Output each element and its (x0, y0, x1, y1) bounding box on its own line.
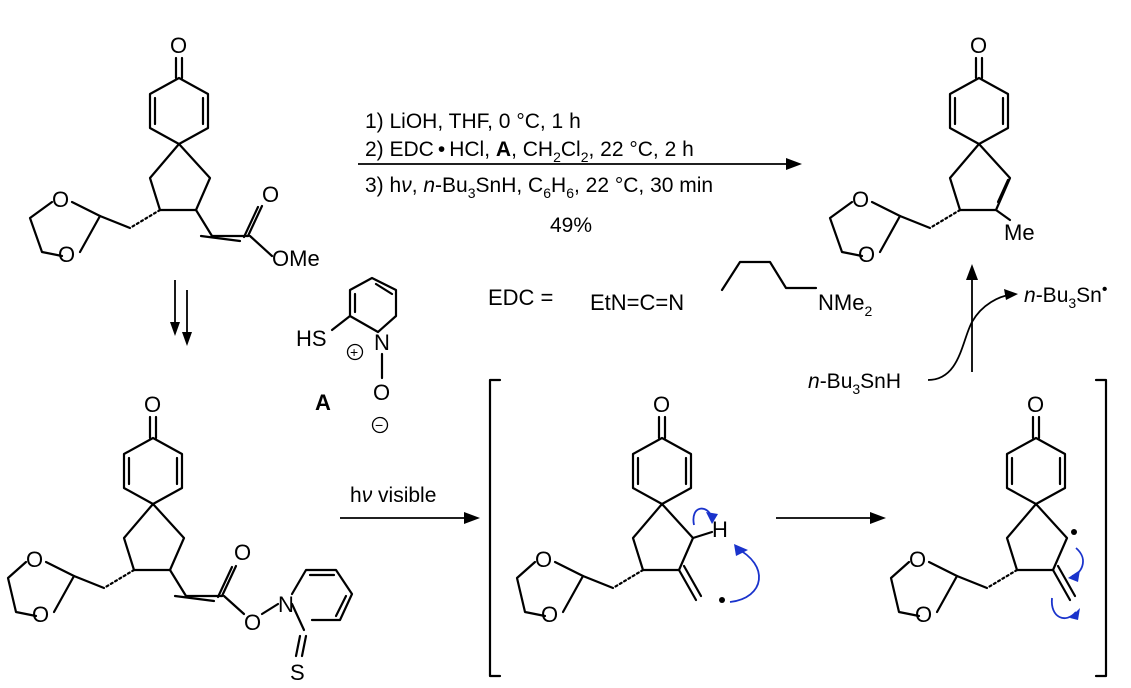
allylic-radical-intermediate: O O O (889, 392, 1084, 627)
condition-step-2: 2) EDC•HCl, A, CH2Cl2, 22 °C, 2 h (365, 138, 694, 165)
atom-o-radical2-dioxolane-1: O (909, 547, 926, 572)
atom-o-product-dioxolane-1: O (852, 187, 869, 212)
edc-equals-label: EDC = (488, 285, 553, 310)
atom-s-thione: S (290, 660, 305, 685)
tin-radical-label: n-Bu3Sn• (1024, 281, 1107, 311)
radical-dot-icon (719, 597, 725, 603)
tin-hydride-step: n-Bu3SnH n-Bu3Sn• (808, 264, 1107, 397)
atom-me: Me (1004, 220, 1035, 245)
atom-o-ketone: O (170, 33, 187, 58)
atom-o-radical1-ketone: O (653, 392, 670, 417)
atom-o-carbonyl: O (262, 182, 279, 207)
curly-arrow-head-icon-4 (1070, 608, 1080, 620)
intermediate-brackets (488, 378, 1108, 678)
condition-step-1: 1) LiOH, THF, 0 °C, 1 h (365, 110, 581, 133)
negative-charge-icon (371, 416, 389, 434)
positive-charge-icon (346, 343, 364, 361)
curly-arrow-head-icon-3 (1068, 570, 1080, 582)
atom-o-radical2-ketone: O (1027, 392, 1044, 417)
atom-o-dioxolane-2: O (58, 242, 75, 267)
atom-o-oxide: O (373, 380, 390, 405)
edc-definition: EDC = EtN=C=N NMe2 (488, 260, 872, 319)
multistep-down-arrows (170, 280, 192, 346)
starting-ester: O O OMe O O (28, 33, 320, 271)
reagent-a-thiohydroxamate: HS N O + − A (296, 276, 398, 434)
curly-arrow-head-icon-2 (706, 512, 718, 524)
atom-hs: HS (296, 326, 327, 351)
edc-left-fragment: EtN=C=N (590, 290, 684, 315)
atom-o-product-ketone: O (970, 33, 987, 58)
reagent-a-label: A (315, 390, 331, 415)
tin-hydride-label: n-Bu3SnH (808, 370, 901, 397)
edc-right-fragment: NMe2 (818, 290, 872, 319)
h-shift-arrow (776, 512, 886, 524)
atom-o-barton-ester: O (244, 610, 261, 635)
atom-h-migrating: H (712, 517, 728, 542)
atom-o-barton-dioxolane-1: O (26, 547, 43, 572)
reaction-yield: 49% (550, 214, 592, 237)
atom-o-barton-dioxolane-2: O (32, 602, 49, 627)
hv-visible-label: hν visible (350, 484, 436, 507)
condition-step-3: 3) hν, n-Bu3SnH, C6H6, 22 °C, 30 min (365, 174, 713, 201)
product-methylcyclopentene: O Me O O (828, 33, 1035, 267)
atom-n-barton: N (278, 592, 294, 617)
atom-o-barton-ketone: O (144, 392, 161, 417)
atom-o-radical1-dioxolane-2: O (541, 602, 558, 627)
charge-plus: + (350, 344, 358, 360)
barton-ester-intermediate: O O O N S O O (6, 392, 354, 685)
atom-n-oxide: N (374, 330, 390, 355)
radical-dot-icon-2 (1071, 529, 1077, 535)
atom-o-radical1-dioxolane-1: O (535, 547, 552, 572)
atom-o-product-dioxolane-2: O (858, 242, 875, 267)
reaction-conditions: 1) LiOH, THF, 0 °C, 1 h 2) EDC•HCl, A, C… (365, 110, 713, 237)
atom-ome: OMe (272, 246, 320, 271)
atom-o-barton-carbonyl: O (234, 540, 251, 565)
photolysis-arrow: hν visible (340, 484, 480, 524)
vinyl-radical-intermediate: O H O O (515, 392, 760, 627)
atom-o-radical2-dioxolane-2: O (915, 602, 932, 627)
curly-arrow-head-icon (734, 544, 748, 556)
atom-o-dioxolane-1: O (52, 187, 69, 212)
main-reaction-arrow (358, 158, 802, 170)
charge-minus: − (375, 417, 383, 433)
